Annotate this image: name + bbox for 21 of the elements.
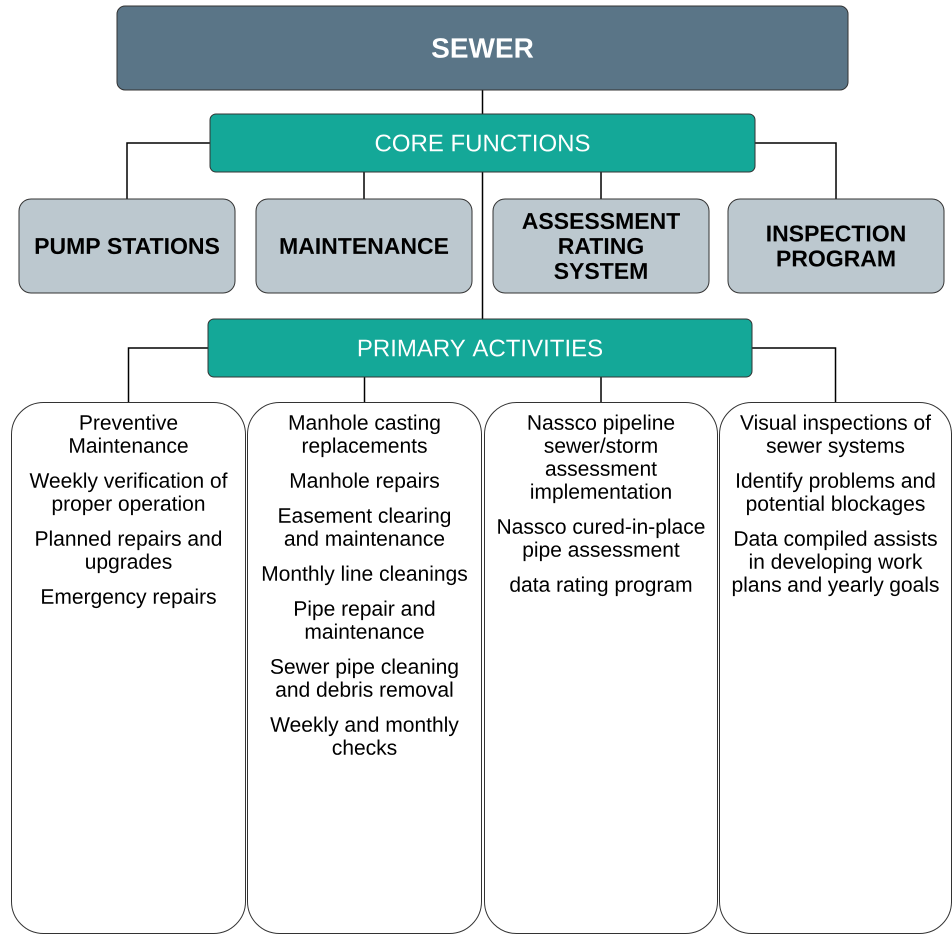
activity-box: Nassco pipeline sewer/storm assessment implementation Nassco cured-in-place pipe assessment data rating program [484, 402, 718, 934]
title-box: SEWER [116, 6, 848, 90]
section-band: CORE FUNCTIONS [210, 114, 756, 172]
function-box: ASSESSMENT RATING SYSTEM [492, 198, 710, 294]
connector-line [756, 142, 837, 198]
connector-line [128, 347, 208, 402]
function-box: INSPECTION PROGRAM [728, 198, 944, 294]
activity-box: Manhole casting replacements Manhole repairs Easement clearing and maintenance Monthly line cleanings Pipe repair and maintenance Sewer pipe cleaning and debris removal Weekly and monthly checks [247, 402, 482, 934]
connector-line [752, 347, 836, 402]
connector-line [482, 90, 484, 114]
connector-line [364, 378, 366, 402]
activity-box: Visual inspections of sewer systems Identify problems and potential blockages Data compiled assists in developing work plans and yearly goals [719, 402, 952, 934]
connector-line [482, 172, 484, 318]
connector-line [600, 378, 602, 402]
function-box: MAINTENANCE [256, 198, 472, 294]
function-box: PUMP STATIONS [18, 198, 236, 294]
activity-box: Preventive Maintenance Weekly verification of proper operation Planned repairs and upgrades Emergency repairs [11, 402, 246, 934]
connector-line [126, 142, 210, 198]
section-band: PRIMARY ACTIVITIES [208, 318, 752, 378]
connector-line [600, 172, 602, 198]
connector-line [363, 172, 365, 198]
